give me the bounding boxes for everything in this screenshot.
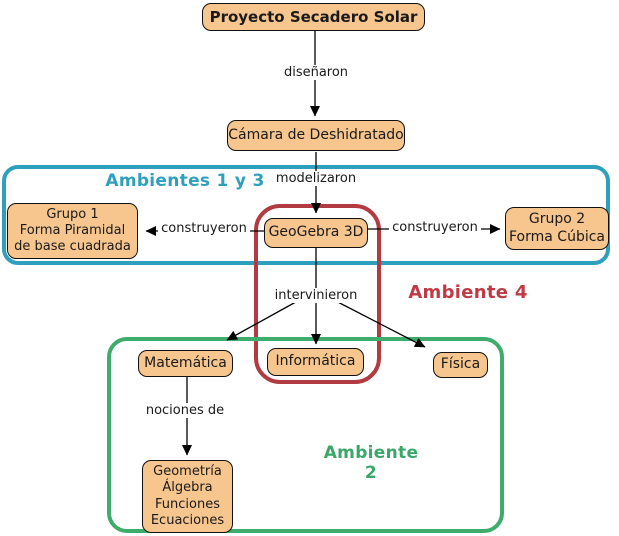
edge-label-construyeron-right: construyeron [380, 220, 490, 235]
node-label-line: Funciones [155, 496, 220, 512]
node-fisica: Física [433, 352, 488, 378]
node-proyecto-secadero-solar: Proyecto Secadero Solar [202, 3, 425, 31]
node-label: Proyecto Secadero Solar [209, 7, 418, 26]
node-matematica: Matemática [138, 350, 233, 377]
node-geogebra-3d: GeoGebra 3D [264, 218, 368, 248]
node-label-line: Grupo 1 [46, 206, 99, 222]
zone-label-ambiente-4: Ambiente 4 [408, 282, 528, 303]
node-label-line: de base cuadrada [14, 239, 131, 255]
node-label-line: Ecuaciones [150, 512, 225, 528]
node-label-line: Geometría [153, 464, 222, 479]
node-label-line: Forma Piramidal [19, 222, 126, 238]
node-grupo-2-forma-cubica: Grupo 2 Forma Cúbica [505, 207, 609, 250]
edge-label-disenaron: diseñaron [261, 65, 371, 80]
edge-label-intervinieron: intervinieron [261, 288, 371, 303]
node-label: GeoGebra 3D [268, 224, 364, 241]
edge-label-modelizaron: modelizaron [261, 171, 371, 186]
edge-label-nociones-de: nociones de [130, 403, 240, 418]
node-informatica: Informática [267, 348, 364, 376]
node-camara-de-deshidratado: Cámara de Deshidratado [227, 120, 405, 151]
node-label: Cámara de Deshidratado [228, 126, 404, 143]
node-grupo-1-forma-piramidal: Grupo 1 Forma Piramidal de base cuadrada [7, 203, 138, 259]
node-geometria-algebra-funciones-ecuaciones: Geometría Álgebra Funciones Ecuaciones [142, 460, 233, 533]
node-label: Física [440, 356, 481, 373]
node-label-line: Álgebra [162, 480, 213, 496]
zone-label-ambiente-2: Ambiente 2 [323, 443, 419, 483]
arrow-intervinieron-left [226, 297, 304, 341]
node-label-line: Grupo 2 [528, 211, 586, 227]
edge-label-construyeron-left: construyeron [149, 221, 259, 236]
node-label-line: Forma Cúbica [509, 228, 605, 245]
ambiente-2-frame [107, 337, 504, 533]
zone-label-ambientes-1-y-3: Ambientes 1 y 3 [105, 171, 265, 191]
arrow-intervinieron-right [329, 297, 426, 348]
node-label: Informática [275, 353, 356, 370]
node-label: Matemática [144, 354, 227, 371]
